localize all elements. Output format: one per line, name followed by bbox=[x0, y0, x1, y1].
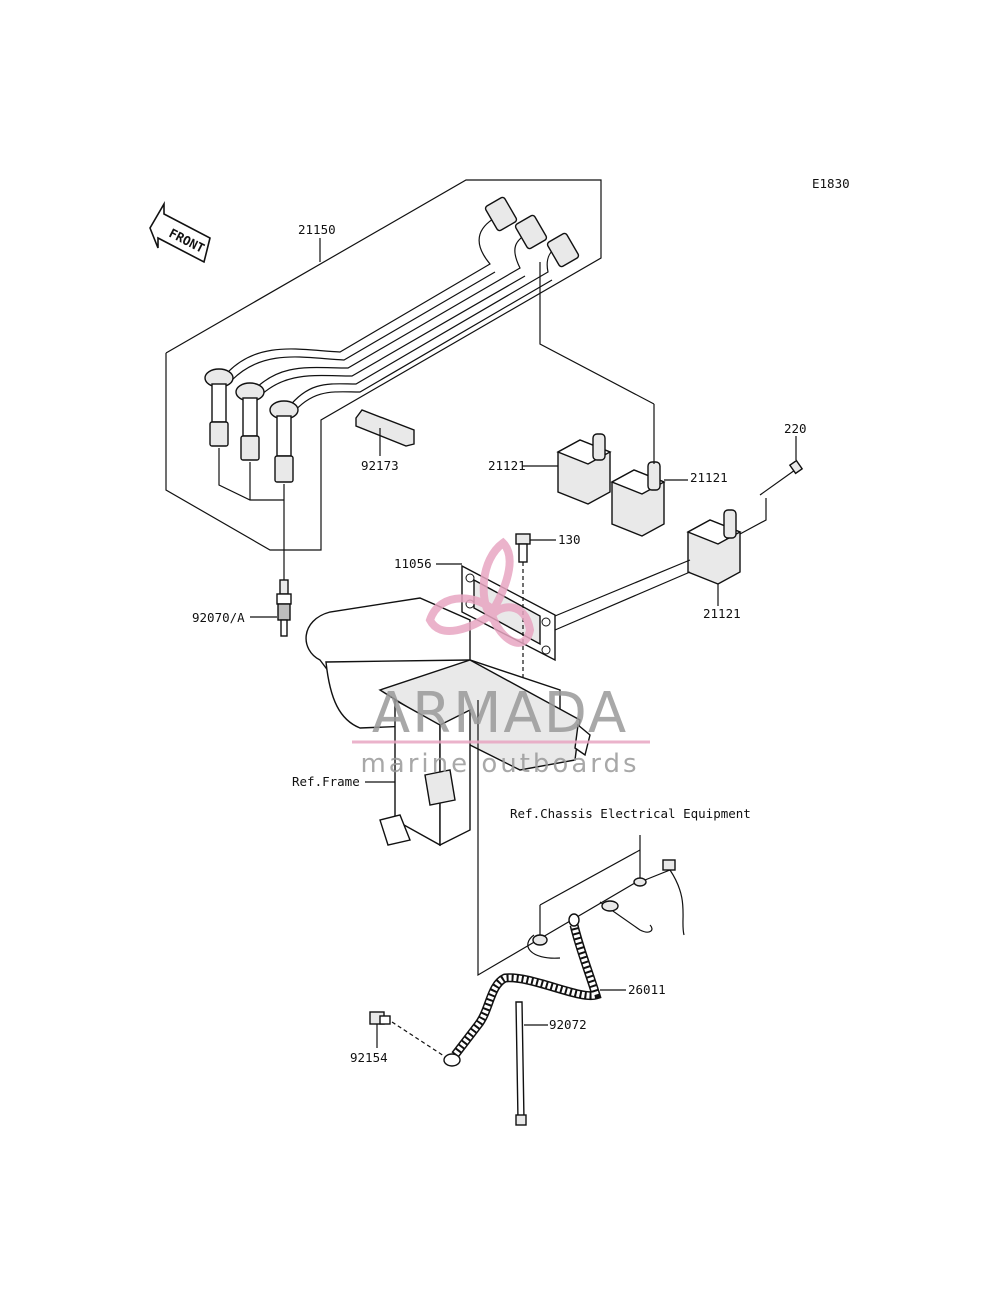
watermark-tagline: marine outboards bbox=[360, 749, 639, 779]
watermark-logo: ARMADA marine outboards bbox=[352, 537, 650, 779]
label-26011: 26011 bbox=[628, 982, 666, 997]
label-92072: 92072 bbox=[549, 1017, 587, 1032]
label-92070A: 92070/A bbox=[192, 610, 245, 625]
wire-set-outline bbox=[165, 179, 602, 551]
bolt-220: 220 bbox=[759, 421, 807, 496]
front-arrow-icon: FRONT bbox=[149, 201, 211, 264]
ground-cable: 26011 bbox=[443, 913, 666, 1067]
label-220: 220 bbox=[784, 421, 807, 436]
cable-tie: 92072 bbox=[515, 1001, 587, 1126]
watermark-brand: ARMADA bbox=[372, 681, 628, 746]
diagram-code: E1830 bbox=[812, 176, 850, 191]
label-21150: 21150 bbox=[298, 222, 336, 237]
ignition-coil-1: 21121 bbox=[488, 433, 612, 505]
bolt-92154: 92154 bbox=[350, 1011, 445, 1065]
chassis-electrical-outline: Ref.Chassis Electrical Equipment bbox=[477, 700, 751, 977]
tag-92173: 92173 bbox=[355, 409, 415, 473]
ground-terminals bbox=[527, 859, 685, 959]
label-92173: 92173 bbox=[361, 458, 399, 473]
label-130: 130 bbox=[558, 532, 581, 547]
spark-plug: 92070/A bbox=[192, 579, 292, 637]
label-21121-c: 21121 bbox=[703, 606, 741, 621]
spark-plug-wire-set bbox=[204, 196, 580, 580]
ignition-coil-2: 21121 bbox=[610, 404, 728, 537]
ignition-coil-3: 21121 bbox=[686, 509, 742, 621]
label-ref-frame: Ref.Frame bbox=[292, 774, 360, 789]
label-ref-chassis: Ref.Chassis Electrical Equipment bbox=[510, 806, 751, 821]
label-11056: 11056 bbox=[394, 556, 432, 571]
label-92154: 92154 bbox=[350, 1050, 388, 1065]
label-21121-b: 21121 bbox=[690, 470, 728, 485]
label-21121-a: 21121 bbox=[488, 458, 526, 473]
